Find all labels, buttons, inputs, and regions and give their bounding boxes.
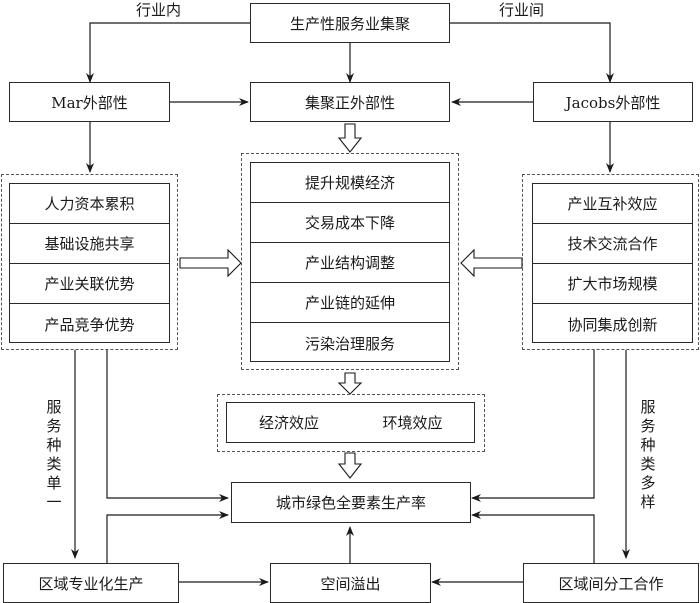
diverse-service-label: 服务种类多样 — [640, 398, 656, 511]
block-arrow-positive-down — [337, 123, 363, 153]
block-arrow-right-to-center — [460, 248, 523, 278]
jacobs-effect-item: 技术交流合作 — [533, 224, 692, 264]
mar-effect-item: 产品竞争优势 — [44, 315, 135, 334]
inter-industry-label: 行业间 — [499, 1, 545, 19]
positive-effect-item: 污染治理服务 — [304, 334, 395, 353]
mar-effects-list: 人力资本累积 基础设施共享 产业关联优势 产品竞争优势 — [9, 183, 170, 343]
cluster-box: 生产性服务业集聚 — [250, 3, 450, 43]
connector-cluster-to-jacobs — [450, 22, 614, 83]
spatial-spillover-box: 空间溢出 — [270, 563, 431, 603]
positive-effect-item: 产业链的延伸 — [251, 283, 449, 323]
jacobs-effects-list: 产业互补效应 技术交流合作 扩大市场规模 协同集成创新 — [532, 183, 693, 343]
positive-effect-item: 产业结构调整 — [251, 243, 449, 283]
jacobs-externality-box: Jacobs外部性 — [533, 82, 693, 122]
connector-specialization-to-target — [106, 511, 229, 563]
interregional-cooperation-box: 区域间分工合作 — [523, 563, 699, 603]
positive-effects-list: 提升规模经济 交易成本下降 产业结构调整 产业链的延伸 污染治理服务 — [250, 162, 450, 362]
economic-effect-box: 经济效应 — [226, 402, 352, 443]
block-arrow-center-to-outcomes — [337, 372, 363, 395]
green-tfp-box: 城市绿色全要素生产率 — [231, 482, 471, 523]
block-arrow-left-to-center — [179, 248, 242, 278]
connector-cluster-to-mar — [86, 22, 250, 83]
jacobs-effect-item: 扩大市场规模 — [533, 264, 692, 304]
connector-left-to-target — [106, 350, 229, 502]
mar-effect-item: 基础设施共享 — [10, 224, 169, 264]
jacobs-effect-item: 协同集成创新 — [567, 315, 658, 334]
block-arrow-outcomes-to-target — [337, 452, 363, 479]
jacobs-effects-group — [522, 174, 699, 350]
outcomes-group — [217, 394, 485, 452]
positive-effects-group — [241, 153, 459, 370]
jacobs-effect-item: 产业互补效应 — [533, 184, 692, 224]
mar-effects-group — [1, 174, 178, 350]
regional-specialization-box: 区域专业化生产 — [3, 563, 179, 603]
positive-effect-item: 交易成本下降 — [251, 203, 449, 243]
connector-right-to-target — [471, 350, 595, 502]
single-service-label: 服务种类单一 — [46, 398, 62, 511]
mar-externality-box: Mar外部性 — [9, 82, 170, 122]
mar-effect-item: 人力资本累积 — [10, 184, 169, 224]
environmental-effect-box: 环境效应 — [351, 402, 475, 443]
positive-effect-item: 提升规模经济 — [251, 163, 449, 203]
positive-externality-box: 集聚正外部性 — [250, 82, 450, 122]
mar-effect-item: 产业关联优势 — [10, 264, 169, 304]
intra-industry-label: 行业内 — [136, 1, 182, 19]
connector-cooperation-to-target — [471, 511, 595, 563]
